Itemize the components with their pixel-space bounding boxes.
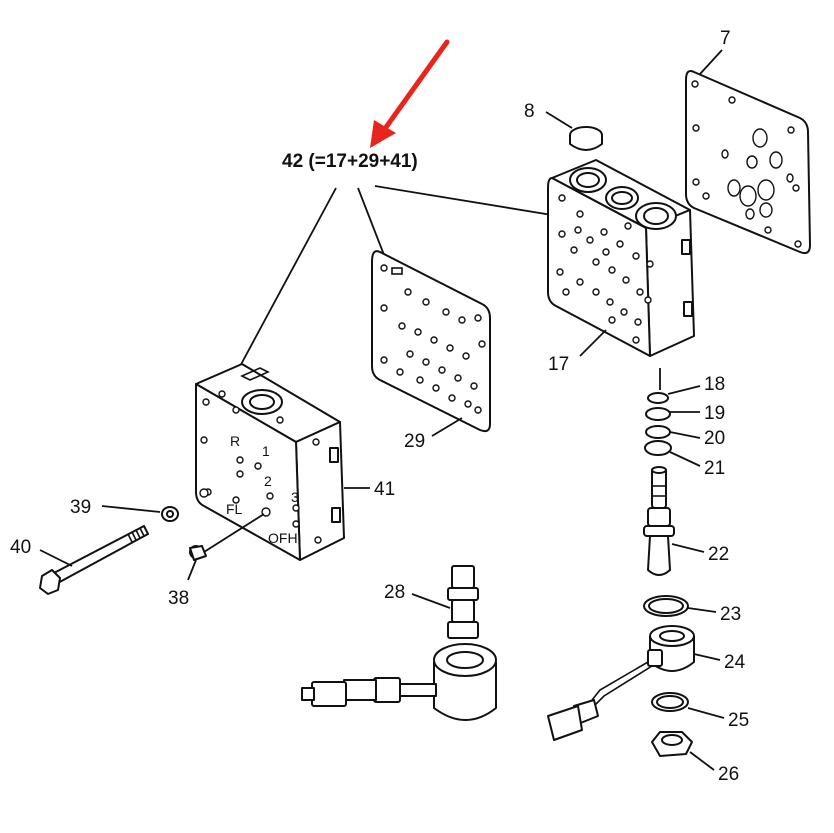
pointer-arrow: [370, 39, 450, 148]
mark-2: 2: [264, 473, 272, 489]
callout-29: 29: [404, 431, 425, 452]
solenoid-valve-28: [301, 565, 497, 721]
callout-23: 23: [720, 604, 741, 625]
nut-26: [651, 731, 693, 757]
ring-23: [643, 595, 689, 617]
callout-18: 18: [704, 374, 725, 395]
washer-39: [161, 506, 179, 522]
callout-22: 22: [708, 544, 729, 565]
mark-ofh: OFH: [268, 530, 298, 546]
callout-19: 19: [704, 403, 725, 424]
mark-r: R: [230, 433, 240, 449]
callout-28: 28: [384, 582, 405, 603]
gasket-29: [371, 250, 491, 433]
callout-39: 39: [70, 497, 91, 518]
assembly-label: 42 (=17+29+41): [282, 151, 418, 172]
gasket-7: [685, 70, 811, 255]
callout-20: 20: [704, 428, 725, 449]
callout-40: 40: [10, 537, 31, 558]
ring-25: [651, 692, 689, 712]
callout-25: 25: [728, 710, 749, 731]
valve-body-41: R 1 2 3 FL OFH: [195, 363, 345, 561]
spool-22: [643, 466, 675, 576]
bolt-40: [39, 525, 149, 595]
callout-26: 26: [718, 764, 739, 785]
mark-3: 3: [291, 489, 299, 505]
callout-8: 8: [524, 101, 535, 122]
plug-38: [189, 545, 207, 561]
assembly-leaders: [237, 185, 559, 371]
callout-21: 21: [704, 458, 725, 479]
callout-41: 41: [374, 479, 395, 500]
plug-8: [569, 126, 603, 151]
valve-body-17: [547, 159, 695, 357]
callout-38: 38: [168, 588, 189, 609]
callout-24: 24: [724, 652, 746, 673]
solenoid-coil-24: [547, 625, 695, 741]
callout-17: 17: [548, 354, 569, 375]
mark-1: 1: [262, 443, 270, 459]
callout-7: 7: [720, 28, 731, 49]
mark-fl: FL: [226, 501, 243, 517]
o-rings-18-21: [644, 392, 672, 456]
